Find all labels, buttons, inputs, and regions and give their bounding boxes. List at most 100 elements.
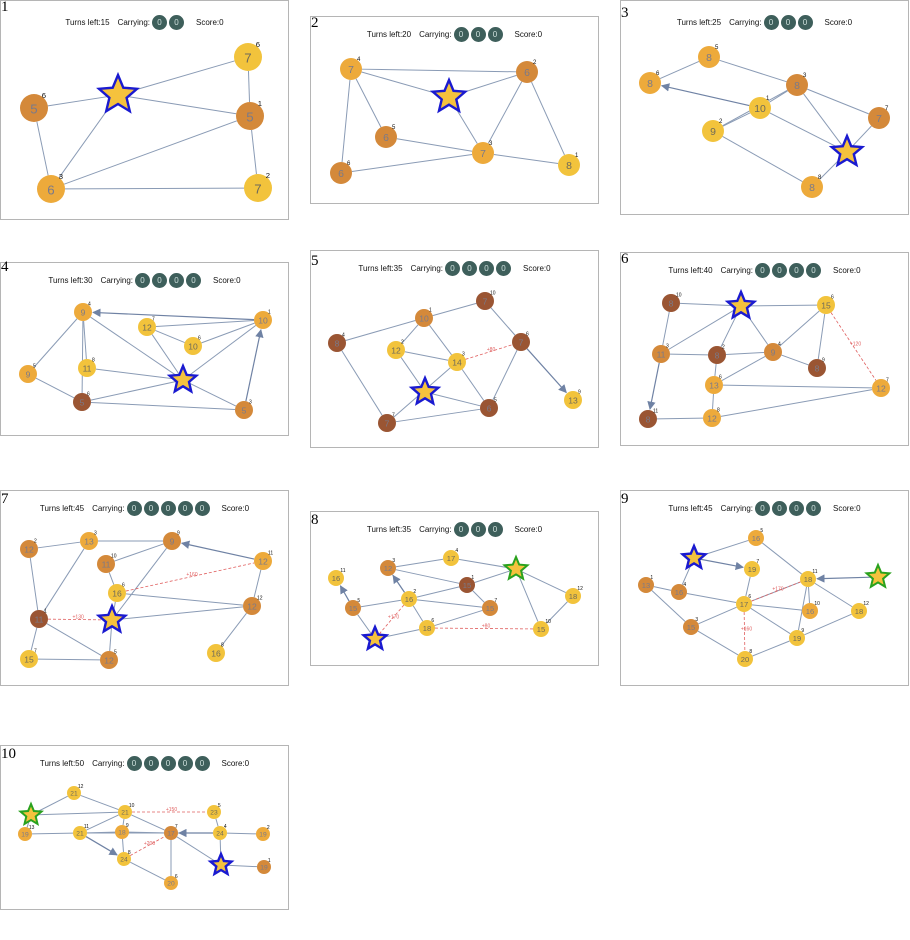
graph-node[interactable]: 192	[256, 825, 270, 841]
graph-node[interactable]: 56	[73, 392, 91, 411]
graph-node[interactable]: 66	[330, 161, 352, 184]
graph-node[interactable]: 76	[234, 40, 262, 71]
graph-node[interactable]: 811	[639, 409, 658, 428]
graph-node[interactable]: 72	[244, 171, 272, 202]
graph-node[interactable]: 101	[749, 96, 771, 119]
graph-node[interactable]: 101	[415, 308, 433, 327]
graph-node[interactable]: 128	[703, 408, 721, 427]
graph-node[interactable]: 65	[480, 398, 498, 417]
player-star-icon[interactable]	[679, 542, 709, 571]
graph-node[interactable]: 197	[744, 559, 760, 577]
graph-node[interactable]: 101	[254, 310, 272, 329]
graph-node[interactable]: 186	[419, 618, 435, 636]
graph-node[interactable]: 111	[30, 609, 48, 628]
graph-node[interactable]: 127	[138, 317, 156, 336]
goal-star-icon[interactable]	[17, 801, 45, 826]
graph-node[interactable]: 165	[748, 528, 764, 546]
player-star-icon[interactable]	[408, 374, 442, 406]
graph-node[interactable]: 133	[80, 531, 98, 550]
graph-node[interactable]: 244	[213, 824, 227, 840]
graph-node[interactable]: 89	[808, 358, 826, 377]
graph-node[interactable]: 199	[789, 628, 805, 646]
graph-node[interactable]: 85	[698, 45, 720, 68]
graph-node[interactable]: 76	[512, 332, 530, 351]
graph-node[interactable]: 56	[20, 91, 48, 122]
graph-node[interactable]: 151	[459, 575, 475, 593]
graph-node[interactable]: 94	[764, 342, 782, 361]
graph-node[interactable]: 127	[872, 378, 890, 397]
graph-node[interactable]: 92	[702, 119, 724, 142]
graph-node[interactable]: 177	[164, 824, 178, 840]
graph-node[interactable]: 88	[801, 175, 823, 198]
graph-node[interactable]: 189	[115, 823, 129, 839]
graph-node[interactable]: 164	[671, 582, 687, 600]
graph-node[interactable]: 83	[786, 73, 808, 96]
graph-node[interactable]: 106	[184, 336, 202, 355]
player-star-icon[interactable]	[429, 76, 469, 114]
player-star-icon[interactable]	[724, 288, 758, 320]
player-star-icon[interactable]	[96, 71, 140, 114]
graph-node[interactable]: 131	[638, 575, 654, 593]
graph-node[interactable]: 123	[380, 558, 396, 576]
graph-node[interactable]: 77	[378, 413, 396, 432]
graph-node[interactable]: 168	[207, 643, 225, 662]
graph-node[interactable]: 206	[164, 874, 178, 890]
graph-node[interactable]: 94	[74, 302, 92, 321]
graph-node[interactable]: 84	[328, 333, 346, 352]
graph-node[interactable]: 208	[737, 649, 753, 667]
graph-node[interactable]: 235	[207, 803, 221, 819]
graph-node[interactable]: 86	[639, 71, 661, 94]
graph-node[interactable]: 157	[482, 598, 498, 616]
graph-node[interactable]: 99	[163, 531, 181, 550]
graph-node[interactable]: 143	[448, 352, 466, 371]
player-star-icon[interactable]	[166, 362, 200, 394]
graph-node[interactable]: 51	[236, 99, 264, 130]
graph-node[interactable]: 166	[108, 583, 126, 602]
graph-node[interactable]: 248	[117, 850, 131, 866]
goal-star-icon[interactable]	[864, 562, 892, 589]
player-star-icon[interactable]	[207, 850, 235, 877]
graph-node[interactable]: 122	[387, 340, 405, 359]
graph-node[interactable]: 810	[662, 293, 682, 312]
graph-node[interactable]: 156	[817, 295, 835, 314]
graph-node[interactable]: 63	[37, 172, 65, 203]
graph-node[interactable]: 153	[683, 617, 699, 635]
graph-node[interactable]: 157	[20, 649, 38, 668]
graph-node[interactable]: 73	[472, 141, 494, 164]
graph-node[interactable]: 81	[558, 153, 580, 176]
graph-node[interactable]: 155	[345, 598, 361, 616]
goal-star-icon[interactable]	[502, 554, 530, 581]
graph-node[interactable]: 113	[652, 344, 670, 363]
graph-node[interactable]: 82	[708, 345, 726, 364]
graph-node[interactable]: 62	[516, 60, 538, 83]
graph-node[interactable]: 53	[235, 400, 253, 419]
graph-node[interactable]: 191	[257, 858, 271, 874]
graph-node[interactable]: 176	[736, 594, 752, 612]
graph-node[interactable]: 122	[20, 539, 38, 558]
player-star-icon[interactable]	[95, 602, 129, 634]
graph-node[interactable]: 118	[78, 358, 96, 377]
graph-node[interactable]: 125	[100, 650, 118, 669]
graph-node[interactable]: 95	[19, 364, 37, 383]
graph-node[interactable]: 74	[340, 57, 362, 80]
graph-node[interactable]: 77	[868, 106, 890, 129]
graph-node[interactable]: 65	[375, 125, 397, 148]
graph-node[interactable]: 162	[401, 589, 417, 607]
graph-node[interactable]: 139	[564, 390, 582, 409]
graph-node[interactable]: 710	[476, 291, 496, 310]
graph-node[interactable]: 136	[705, 375, 723, 394]
player-star-icon[interactable]	[360, 623, 390, 652]
